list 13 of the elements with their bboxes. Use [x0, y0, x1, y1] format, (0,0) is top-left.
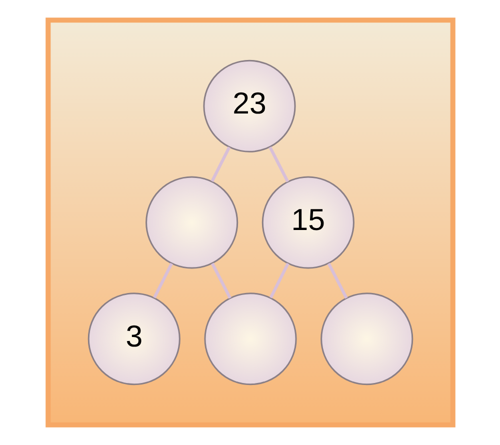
node-circle: 3 [87, 292, 180, 386]
connector [210, 262, 231, 299]
node-circle: 15 [261, 176, 354, 269]
connector [210, 146, 230, 182]
connector [268, 262, 289, 298]
node-circle [145, 176, 238, 269]
node-circle [204, 292, 296, 386]
cluster [45, 18, 455, 428]
connector [152, 262, 172, 298]
node-circle: 23 [202, 60, 296, 152]
node-circle [320, 292, 413, 386]
connector [326, 262, 348, 299]
connector [268, 146, 289, 182]
